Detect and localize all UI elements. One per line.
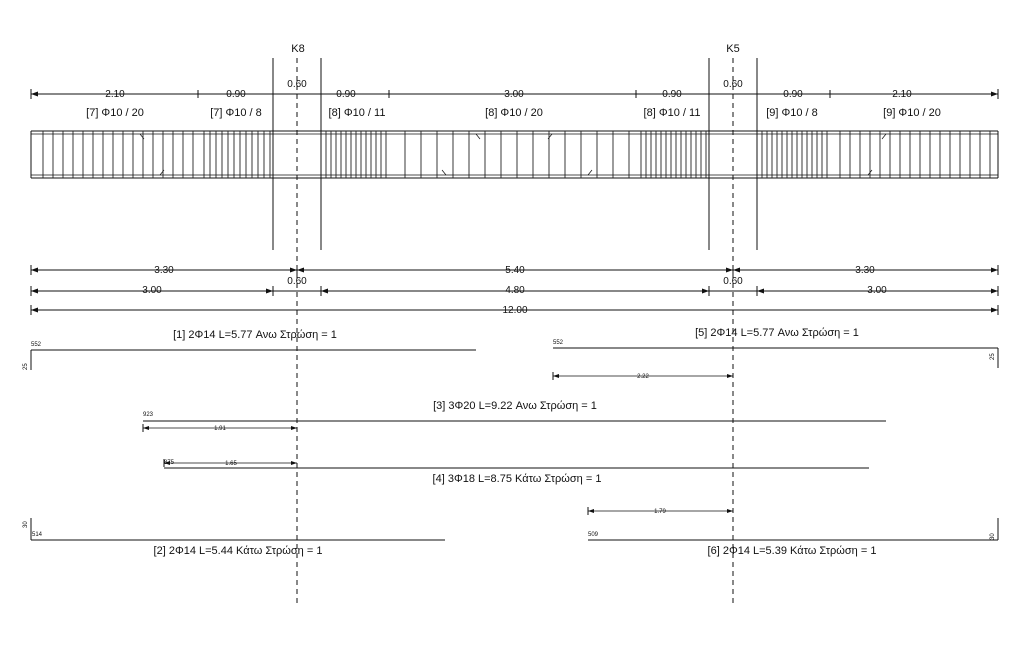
column-label-k5: K5 [726,43,739,55]
bar-6-shape [588,518,999,541]
bar-1-hook-mark: 25 [23,363,29,370]
stirrup-label-9b: [9] Φ10 / 20 [883,107,941,119]
bar-6-hook-mark: 30 [990,533,996,540]
bar-6-length-mark: 509 [588,532,599,538]
zone-length-4: 0.90 [336,89,356,100]
bar-1-label: [1] 2Φ14 L=5.77 Ανω Στρώση = 1 [173,329,337,341]
bar-3-length-mark: 923 [143,412,154,418]
bar-5-length-mark: 552 [553,340,564,346]
axis-span-2: 5.40 [505,265,525,276]
bar-1-length-mark: 552 [31,342,42,348]
bar-5-shape [553,347,999,368]
axis-span-dimension-line [30,265,999,275]
stirrup-label-8c: [8] Φ10 / 11 [644,107,701,119]
zone-length-6: 0.90 [662,89,682,100]
bar-4-label: [4] 3Φ18 L=8.75 Κάτω Στρώση = 1 [433,473,602,485]
axis-span-1: 3.30 [154,265,174,276]
zone-length-9: 2.10 [892,89,912,100]
zone-length-2: 0.90 [226,89,246,100]
clear-span-5: 3.00 [867,285,887,296]
stirrup-zone-dimension-line [30,89,999,99]
zone-length-1: 2.10 [105,89,125,100]
bar-3-label: [3] 3Φ20 L=9.22 Ανω Στρώση = 1 [433,400,597,412]
bar-6-label: [6] 2Φ14 L=5.39 Κάτω Στρώση = 1 [708,545,877,557]
bar-4-anchor-length: 1.65 [225,461,237,467]
zone-length-3: 0.60 [287,79,307,90]
bar-2-hook-mark: 30 [23,521,29,528]
stirrup-lines [42,131,991,178]
stirrup-label-7b: [7] Φ10 / 8 [210,107,262,119]
clear-span-1: 3.00 [142,285,162,296]
stirrup-label-8a: [8] Φ10 / 11 [329,107,386,119]
total-length-dimension-line [30,305,999,315]
zone-length-5: 3.00 [504,89,524,100]
bar-3-anchor-dimension [142,424,297,432]
axis-span-3: 3.30 [855,265,875,276]
clear-span-3: 4.80 [505,285,525,296]
bar-6-anchor-dimension [587,507,733,515]
bar-4-anchor-dimension [163,459,297,467]
column-label-k8: K8 [291,43,304,55]
zone-length-7: 0.60 [723,79,743,90]
stirrup-label-8b: [8] Φ10 / 20 [485,107,543,119]
clear-span-dimension-line [30,286,999,296]
beam-elevation [30,130,999,179]
bar-2-label: [2] 2Φ14 L=5.44 Κάτω Στρώση = 1 [154,545,323,557]
bar-5-anchor-dimension [552,372,733,380]
bar-3-anchor-length: 1.91 [214,426,226,432]
zone-length-8: 0.90 [783,89,803,100]
clear-span-2: 0.60 [287,276,307,287]
bar-1-shape [30,349,476,370]
bar-5-hook-mark: 25 [990,353,996,360]
bar-5-anchor-length: 2.22 [637,374,649,380]
total-length: 12.00 [502,305,527,316]
bar-5-label: [5] 2Φ14 L=5.77 Ανω Στρώση = 1 [695,327,859,339]
stirrup-label-7a: [7] Φ10 / 20 [86,107,144,119]
bar-2-shape [30,518,445,541]
bar-6-anchor-length: 1.79 [654,509,666,515]
stirrup-label-9a: [9] Φ10 / 8 [766,107,818,119]
clear-span-4: 0.60 [723,276,743,287]
bar-2-length-mark: 514 [32,532,43,538]
